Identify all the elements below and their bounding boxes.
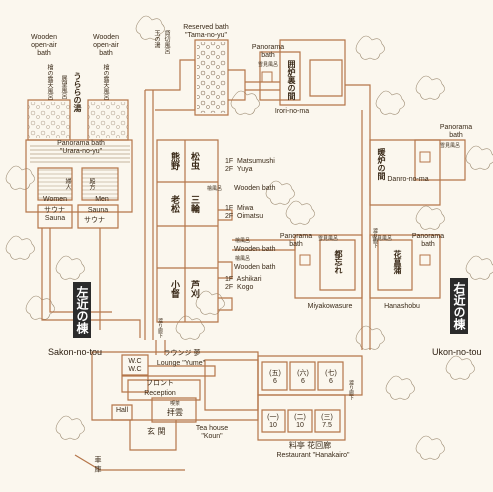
women-outdoor-bath-label: Wooden open-air bath bbox=[31, 34, 57, 57]
wooden-bath-2-jp: 檜風呂 bbox=[235, 238, 251, 244]
women-entrance-jp: 婦人 bbox=[64, 178, 71, 190]
men-sauna-label: Sauna bbox=[87, 207, 109, 214]
miyakowasure-bath-jp: 雪見風呂 bbox=[318, 236, 339, 242]
teahouse-jp: 拝雲 bbox=[167, 408, 183, 417]
private-room-6: (六)6 bbox=[297, 370, 309, 385]
wc-box bbox=[121, 354, 149, 376]
urara-bath-hall bbox=[25, 139, 133, 213]
sakon-wing-label: 左近の棟 bbox=[73, 282, 91, 338]
men-entrance-jp: 殿方 bbox=[88, 178, 95, 190]
corridor-left-jp: 渡り廊下 bbox=[157, 318, 163, 338]
irori-bath-label: Panorama bath bbox=[251, 44, 285, 59]
reception-jp: フロント bbox=[146, 380, 174, 387]
restaurant-jp: 料亭 花回廊 bbox=[288, 441, 332, 450]
miwa-label: 1F Miwa 2F Oimatsu bbox=[225, 205, 264, 220]
women-sauna-label: Sauna bbox=[44, 215, 66, 222]
women-sauna bbox=[37, 204, 73, 229]
men-sauna-jp: サウナ bbox=[84, 216, 105, 224]
danro-room-jp: 暖炉の間 bbox=[377, 148, 387, 180]
private-room-2: (二)10 bbox=[294, 414, 306, 429]
matsumushi-label: 1F Matsumushi 2F Yuya bbox=[225, 158, 275, 173]
parking-jp: 車 庫 bbox=[94, 456, 102, 473]
wooden-bath-2-label: Wooden bath bbox=[234, 246, 276, 253]
danro-bath-label: Panorama bath bbox=[439, 124, 473, 139]
entrance-jp: 玄 関 bbox=[147, 427, 166, 436]
reception bbox=[127, 379, 201, 401]
private-room-1: (一)10 bbox=[267, 414, 279, 429]
ukon-wing-label: 右近の棟 bbox=[450, 278, 468, 334]
ashikari-jp: 小督 bbox=[169, 280, 179, 298]
urara-bath-jp: うららの湯 bbox=[73, 72, 83, 112]
teahouse-label: Tea house "Koun" bbox=[195, 425, 229, 440]
hanashobu-room-label: Hanashobu bbox=[384, 303, 420, 310]
sakon-wing-english: Sakon-no-tou bbox=[48, 347, 103, 357]
lounge-jp: ラウンジ 夢 bbox=[163, 350, 201, 357]
ukon-wing-english: Ukon-no-tou bbox=[432, 347, 482, 357]
restaurant-upper bbox=[257, 355, 363, 396]
danro-bath-jp: 雪見風呂 bbox=[440, 143, 461, 149]
miwa-jp: 老松 bbox=[169, 195, 179, 213]
kogo-jp: 芦刈 bbox=[189, 280, 199, 298]
irori-bath-jp: 雪見風呂 bbox=[258, 62, 279, 68]
corridor-right-jp: 渡り廊下 bbox=[372, 228, 378, 248]
yuya-jp: 松虫 bbox=[189, 152, 199, 170]
wooden-bath-1-label: Wooden bath bbox=[234, 185, 276, 192]
lounge-label: Lounge "Yume" bbox=[156, 360, 206, 367]
tama-bath bbox=[194, 39, 229, 116]
miyakowasure-room bbox=[294, 234, 363, 299]
restaurant-lower bbox=[257, 394, 346, 441]
irori-room bbox=[279, 39, 346, 106]
hanashobu-room bbox=[369, 234, 441, 299]
hall-label: Hall bbox=[115, 407, 129, 414]
teahouse-small-jp: 喫茶 bbox=[169, 401, 180, 407]
wooden-bath-3-label: Wooden bath bbox=[234, 264, 276, 271]
private-room-3: (三)7.5 bbox=[321, 414, 333, 429]
miyakowasure-bath-label: Panorama bath bbox=[279, 233, 313, 248]
men-outdoor-bath-label: Wooden open-air bath bbox=[93, 34, 119, 57]
wc-label-1: W.C bbox=[128, 358, 142, 365]
women-sauna-jp: サウナ bbox=[44, 206, 65, 214]
ashikari-label: 1F Ashikari 2F Kogo bbox=[225, 276, 262, 291]
hanashobu-bath-label: Panorama bath bbox=[411, 233, 445, 248]
miyakowasure-room-jp: 都忘れ bbox=[334, 250, 344, 274]
men-sauna bbox=[77, 204, 119, 229]
women-entrance-label: Women bbox=[43, 196, 67, 203]
private-room-7: (七)6 bbox=[325, 370, 337, 385]
reception-label: Reception bbox=[144, 390, 176, 397]
hanashobu-bath-jp: 雪見風呂 bbox=[372, 236, 393, 242]
corridor-center-jp: 渡り廊下 bbox=[348, 380, 354, 400]
men-outdoor-bath-jp: 檜の露天風呂 bbox=[102, 64, 109, 100]
garden-trees bbox=[5, 15, 493, 460]
tama-bath-jp: 玉の湯 bbox=[153, 30, 160, 48]
oimatsu-jp: 三輪 bbox=[189, 195, 199, 213]
men-entrance-label: Men bbox=[95, 196, 109, 203]
hall bbox=[111, 404, 133, 421]
central-guest-building bbox=[156, 139, 219, 323]
matsumushi-jp: 熊野 bbox=[169, 152, 179, 170]
tea-house bbox=[151, 397, 197, 423]
urara-bath-label: Panorama bath "Urara-no-yu" bbox=[57, 140, 105, 155]
tama-bath-label: Reserved bath "Tama-no-yu" bbox=[183, 24, 229, 39]
irori-room-jp: 囲炉裏の間 bbox=[287, 60, 297, 100]
irori-room-label: Irori-no-ma bbox=[274, 108, 310, 115]
wooden-bath-3-jp: 檜風呂 bbox=[235, 256, 251, 262]
women-outdoor-bath-jp: 檜の露天風呂 bbox=[46, 64, 53, 100]
hanashobu-room-jp: 花菖蒲 bbox=[393, 250, 403, 274]
restaurant-label: Restaurant "Hanakairo" bbox=[276, 452, 350, 459]
danro-room-label: Danro-no-ma bbox=[387, 176, 429, 183]
miyakowasure-room-label: Miyakowasure bbox=[307, 303, 353, 310]
tama-small-jp: 貸切風呂 bbox=[163, 30, 170, 54]
urara-small-jp: 展望風呂 bbox=[60, 75, 67, 99]
private-room-5: (五)6 bbox=[269, 370, 281, 385]
wc-label-2: W.C bbox=[128, 366, 142, 373]
wooden-bath-1-jp: 檜風呂 bbox=[207, 186, 223, 192]
